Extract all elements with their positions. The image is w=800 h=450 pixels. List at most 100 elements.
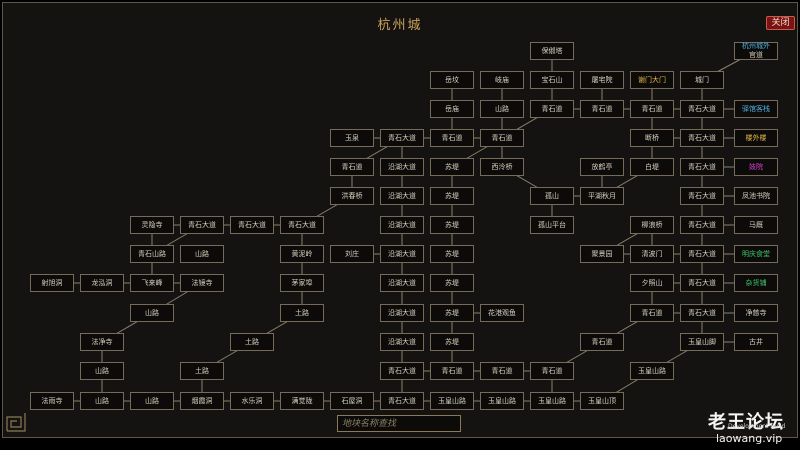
- map-location-liuzhuang[interactable]: 刘庄: [330, 245, 374, 263]
- map-location-qsdd-r5[interactable]: 青石大道: [680, 158, 724, 176]
- map-location-sudi-r6[interactable]: 苏堤: [430, 187, 474, 205]
- map-location-qsd-r5[interactable]: 青石道: [330, 158, 374, 176]
- map-location-qsdd-r7d[interactable]: 青石大道: [680, 216, 724, 234]
- map-location-sudi-r8[interactable]: 苏堤: [430, 245, 474, 263]
- map-location-yhdd-r7[interactable]: 沿湖大道: [380, 216, 424, 234]
- map-location-louwailou[interactable]: 楼外楼: [734, 129, 778, 147]
- map-location-duanqiao[interactable]: 断桥: [630, 129, 674, 147]
- map-location-yuhuangshanlu[interactable]: 玉皇山路: [630, 362, 674, 380]
- map-location-gujing[interactable]: 古井: [734, 333, 778, 351]
- map-location-qsdd-r6[interactable]: 青石大道: [680, 187, 724, 205]
- map-location-juyingyuan[interactable]: 聚景园: [580, 245, 624, 263]
- map-location-yhdd-r11[interactable]: 沿湖大道: [380, 333, 424, 351]
- map-location-linyinsi[interactable]: 灵隐寺: [130, 216, 174, 234]
- map-location-qiyuan[interactable]: 岐庙: [480, 71, 524, 89]
- map-location-maojiabu[interactable]: 茅家埠: [280, 274, 324, 292]
- map-location-yhdd-r8[interactable]: 沿湖大道: [380, 245, 424, 263]
- map-location-fujia[interactable]: 屠宅院: [580, 71, 624, 89]
- map-location-feilaifeng[interactable]: 飞来峰: [130, 274, 174, 292]
- map-location-shanlu-r12[interactable]: 山路: [80, 362, 124, 380]
- map-location-qsd-r12c[interactable]: 青石道: [530, 362, 574, 380]
- map-location-shanlu-r13b[interactable]: 山路: [130, 392, 174, 410]
- map-location-fajingsi[interactable]: 法净寺: [80, 333, 124, 351]
- map-location-tulu-r12[interactable]: 土路: [180, 362, 224, 380]
- map-location-sudi-r10[interactable]: 苏堤: [430, 304, 474, 322]
- map-location-qingbomen[interactable]: 清波门: [630, 245, 674, 263]
- map-location-hongchunqiao[interactable]: 洪春桥: [330, 187, 374, 205]
- map-location-baidi[interactable]: 白堤: [630, 158, 674, 176]
- map-location-shejiadong[interactable]: 射旭洞: [30, 274, 74, 292]
- map-location-qsd-r11[interactable]: 青石道: [580, 333, 624, 351]
- map-location-chengmen[interactable]: 城门: [680, 71, 724, 89]
- map-location-sudi-r7[interactable]: 苏堤: [430, 216, 474, 234]
- map-location-jieguan[interactable]: 驿馆客栈: [734, 100, 778, 118]
- map-location-mingqing[interactable]: 明庆食堂: [734, 245, 778, 263]
- map-location-qsd-r12a[interactable]: 青石道: [430, 362, 474, 380]
- map-location-qsdd-r3[interactable]: 青石大道: [680, 100, 724, 118]
- map-location-fajingsi-top[interactable]: 法镜寺: [180, 274, 224, 292]
- map-location-fanghe[interactable]: 放鹤亭: [580, 158, 624, 176]
- map-location-qsdd-r4[interactable]: 青石大道: [380, 129, 424, 147]
- map-location-yhdd-r9[interactable]: 沿湖大道: [380, 274, 424, 292]
- map-location-qsdd-r7c[interactable]: 青石大道: [280, 216, 324, 234]
- map-location-shiwudong[interactable]: 石屋洞: [330, 392, 374, 410]
- map-location-qsdd-r10[interactable]: 青石大道: [680, 304, 724, 322]
- map-location-sudi-r5[interactable]: 苏堤: [430, 158, 474, 176]
- map-location-gushanpt[interactable]: 孤山平台: [530, 216, 574, 234]
- map-location-qsdd-r4b[interactable]: 青石大道: [680, 129, 724, 147]
- map-location-yhsl-r13b[interactable]: 玉皇山路: [480, 392, 524, 410]
- map-location-yhdd-r5[interactable]: 沿湖大道: [380, 158, 424, 176]
- map-location-qsd-r4a[interactable]: 青石道: [430, 129, 474, 147]
- map-location-qsd-r3a[interactable]: 青石道: [530, 100, 574, 118]
- map-location-yhdd-r10[interactable]: 沿湖大道: [380, 304, 424, 322]
- map-location-qsdd-r7a[interactable]: 青石大道: [180, 216, 224, 234]
- map-location-huagang[interactable]: 花港观鱼: [480, 304, 524, 322]
- map-location-jingcisi[interactable]: 净慈寺: [734, 304, 778, 322]
- map-location-qsdd-r13[interactable]: 青石大道: [380, 392, 424, 410]
- map-location-fayusi[interactable]: 法雨寺: [30, 392, 74, 410]
- map-location-shuilehdong[interactable]: 水乐洞: [230, 392, 274, 410]
- map-location-qsdd-r9[interactable]: 青石大道: [680, 274, 724, 292]
- map-location-yuefen[interactable]: 岳坟: [430, 71, 474, 89]
- map-location-yanxiadong[interactable]: 烟霞洞: [180, 392, 224, 410]
- map-location-gushan[interactable]: 孤山: [530, 187, 574, 205]
- map-location-manjueling[interactable]: 满觉陇: [280, 392, 324, 410]
- map-location-sudi-r11[interactable]: 苏堤: [430, 333, 474, 351]
- map-location-xilingqiao[interactable]: 西泠桥: [480, 158, 524, 176]
- map-location-qsdd-r12[interactable]: 青石大道: [380, 362, 424, 380]
- map-location-tulu-r10[interactable]: 土路: [280, 304, 324, 322]
- map-location-liulangqiao[interactable]: 柳浪桥: [630, 216, 674, 234]
- map-location-baoshishan[interactable]: 宝石山: [530, 71, 574, 89]
- close-button[interactable]: 关闭: [766, 16, 795, 30]
- map-location-yuemiao[interactable]: 岳庙: [430, 100, 474, 118]
- map-location-xijiadamen[interactable]: 谢门大门: [630, 71, 674, 89]
- map-location-shanlu-r10[interactable]: 山路: [130, 304, 174, 322]
- map-location-huangnieling[interactable]: 黄泥岭: [280, 245, 324, 263]
- map-location-yhsl-r13a[interactable]: 玉皇山路: [430, 392, 474, 410]
- map-location-fengchi[interactable]: 凤池书院: [734, 187, 778, 205]
- map-location-xizhaoshan[interactable]: 夕照山: [630, 274, 674, 292]
- map-location-yuhuangshandian[interactable]: 玉皇山顶: [580, 392, 624, 410]
- map-location-guandao-top[interactable]: 杭州城外官道: [734, 42, 778, 60]
- map-location-qsdd-r8[interactable]: 青石大道: [680, 245, 724, 263]
- map-location-qsd-r3b[interactable]: 青石道: [580, 100, 624, 118]
- map-location-shanlu-r13a[interactable]: 山路: [80, 392, 124, 410]
- map-location-yhdd-r6[interactable]: 沿湖大道: [380, 187, 424, 205]
- map-location-longhongdong[interactable]: 龙泓洞: [80, 274, 124, 292]
- map-location-yuquan[interactable]: 玉泉: [330, 129, 374, 147]
- map-location-jiyuan[interactable]: 妓院: [734, 158, 778, 176]
- map-location-qsd-r12b[interactable]: 青石道: [480, 362, 524, 380]
- map-location-qsshanlu[interactable]: 青石山路: [130, 245, 174, 263]
- map-location-qsd-r4b[interactable]: 青石道: [480, 129, 524, 147]
- location-search-input[interactable]: [337, 415, 461, 432]
- map-location-zahuopu[interactable]: 杂货铺: [734, 274, 778, 292]
- map-location-tulu-r11[interactable]: 土路: [230, 333, 274, 351]
- map-location-yhsl-r13c[interactable]: 玉皇山路: [530, 392, 574, 410]
- map-location-yuhuangshanjiao[interactable]: 玉皇山脚: [680, 333, 724, 351]
- map-location-sudi-r9[interactable]: 苏堤: [430, 274, 474, 292]
- map-location-qsdd-r7b[interactable]: 青石大道: [230, 216, 274, 234]
- map-location-mapeng[interactable]: 马厩: [734, 216, 778, 234]
- map-location-qsd-r3c[interactable]: 青石道: [630, 100, 674, 118]
- map-location-baoshuta[interactable]: 保俶塔: [530, 42, 574, 60]
- map-location-shanlu-r3[interactable]: 山路: [480, 100, 524, 118]
